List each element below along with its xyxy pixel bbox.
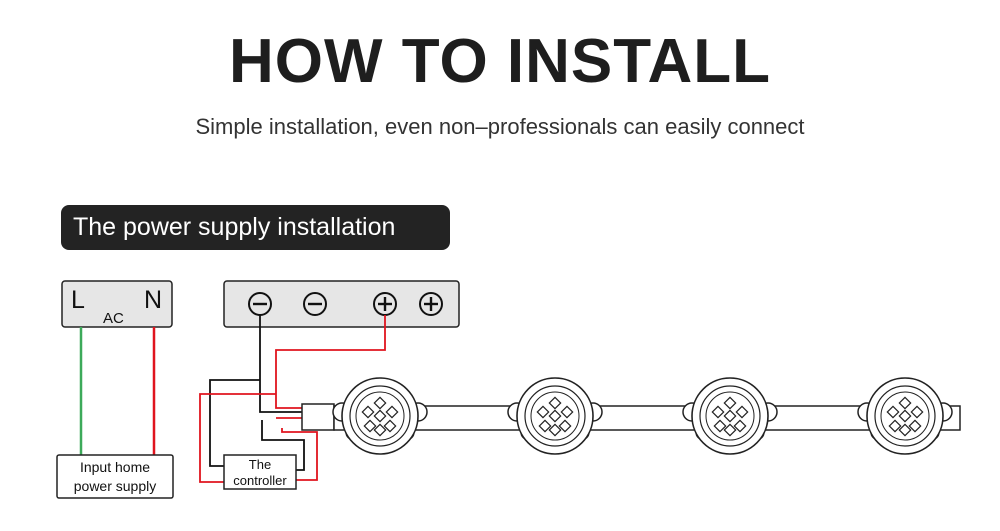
led-chip bbox=[548, 409, 562, 423]
home-supply-line2: power supply bbox=[74, 478, 157, 494]
led-chip bbox=[373, 423, 387, 437]
led-chip bbox=[898, 409, 912, 423]
led-chip bbox=[385, 405, 399, 419]
led-chip bbox=[558, 419, 572, 433]
led-chip bbox=[908, 419, 922, 433]
led-chip bbox=[886, 405, 900, 419]
led-chip bbox=[373, 396, 387, 410]
led-chip bbox=[723, 396, 737, 410]
led-chip bbox=[383, 419, 397, 433]
connector-plug bbox=[301, 403, 335, 431]
ac-live-label: L bbox=[71, 286, 85, 314]
led-chip bbox=[536, 405, 550, 419]
led-chip bbox=[363, 419, 377, 433]
plus-icon bbox=[419, 292, 443, 316]
led-chip bbox=[560, 405, 574, 419]
light-module bbox=[682, 377, 778, 455]
negative-wires bbox=[209, 315, 305, 471]
light-chain bbox=[332, 377, 961, 455]
led-chip bbox=[723, 409, 737, 423]
controller-line2: controller bbox=[233, 473, 287, 488]
led-chip bbox=[711, 405, 725, 419]
section-badge: The power supply installation bbox=[61, 205, 450, 250]
positive-wires bbox=[199, 315, 386, 483]
light-cable bbox=[333, 405, 961, 431]
led-chip bbox=[548, 423, 562, 437]
light-module bbox=[332, 377, 428, 455]
page-subtitle: Simple installation, even non–profession… bbox=[195, 114, 805, 139]
minus-icon bbox=[303, 292, 327, 316]
led-chip bbox=[898, 396, 912, 410]
home-supply-box bbox=[56, 454, 174, 499]
home-supply-line1: Input home bbox=[80, 459, 150, 475]
dc-terminal-box bbox=[223, 280, 460, 328]
light-module bbox=[507, 377, 603, 455]
controller-box bbox=[223, 454, 297, 490]
led-chip bbox=[898, 423, 912, 437]
led-chip bbox=[548, 396, 562, 410]
ac-terminal-box bbox=[61, 280, 173, 328]
light-module bbox=[857, 377, 953, 455]
led-chip bbox=[733, 419, 747, 433]
ac-neutral-label: N bbox=[144, 286, 162, 314]
ac-label: AC bbox=[103, 310, 124, 327]
page-title: HOW TO INSTALL bbox=[228, 27, 772, 96]
controller-line1: The bbox=[249, 457, 271, 472]
led-chip bbox=[538, 419, 552, 433]
led-chip bbox=[888, 419, 902, 433]
led-chip bbox=[723, 423, 737, 437]
led-chip bbox=[910, 405, 924, 419]
led-chip bbox=[735, 405, 749, 419]
led-chip bbox=[713, 419, 727, 433]
led-chip bbox=[373, 409, 387, 423]
led-chip bbox=[361, 405, 375, 419]
